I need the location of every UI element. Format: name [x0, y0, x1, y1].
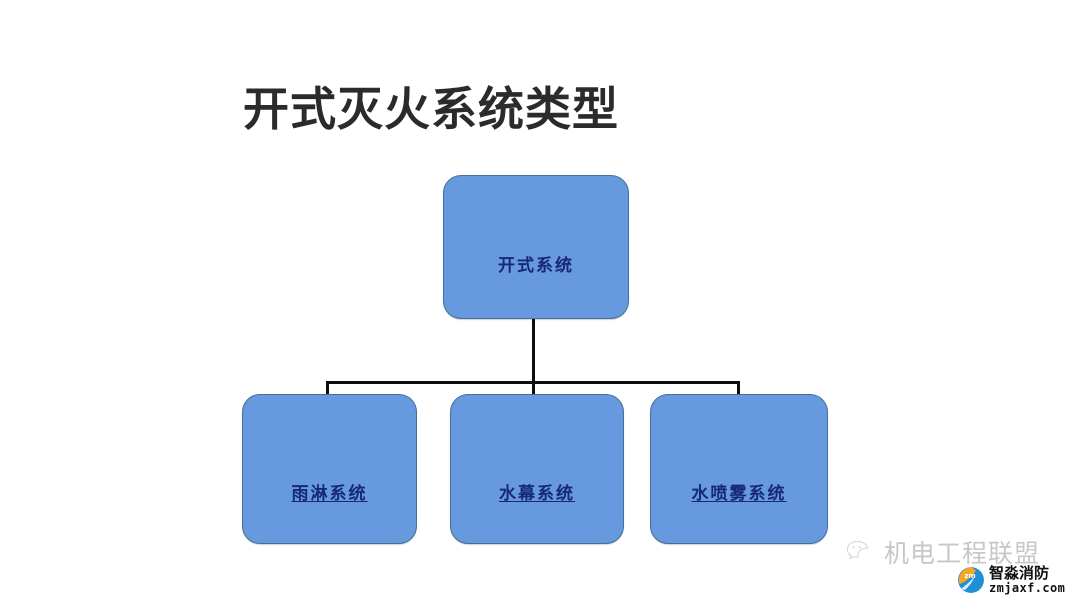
connector-drop-child-2: [737, 381, 740, 397]
brand-name: 智淼消防: [989, 564, 1050, 582]
zm-logo-icon: zm: [958, 567, 984, 594]
brand-watermark-texts: 智淼消防 zmjaxf.com: [989, 564, 1066, 595]
org-node-root[interactable]: 开式系统: [443, 175, 629, 319]
connector-drop-child-1: [532, 381, 535, 397]
org-node-child-0[interactable]: 雨淋系统: [242, 394, 417, 544]
org-node-root-label: 开式系统: [498, 255, 574, 276]
wechat-watermark-text: 机电工程联盟: [884, 539, 1041, 568]
org-node-child-2-label[interactable]: 水喷雾系统: [691, 483, 787, 504]
org-node-child-1[interactable]: 水幕系统: [450, 394, 624, 544]
wechat-watermark: 机电工程联盟: [846, 534, 1040, 570]
org-node-child-2[interactable]: 水喷雾系统: [650, 394, 828, 544]
page-title: 开式灭火系统类型: [243, 82, 619, 136]
svg-text:zm: zm: [964, 572, 975, 580]
org-node-child-0-label[interactable]: 雨淋系统: [291, 483, 368, 504]
org-node-child-1-label[interactable]: 水幕系统: [499, 483, 575, 504]
wechat-icon: [846, 539, 876, 565]
brand-url: zmjaxf.com: [989, 580, 1066, 595]
connector-drop-child-0: [326, 381, 329, 397]
brand-watermark: zm 智淼消防 zmjaxf.com: [958, 564, 1066, 595]
connector-root-vertical: [532, 318, 535, 384]
